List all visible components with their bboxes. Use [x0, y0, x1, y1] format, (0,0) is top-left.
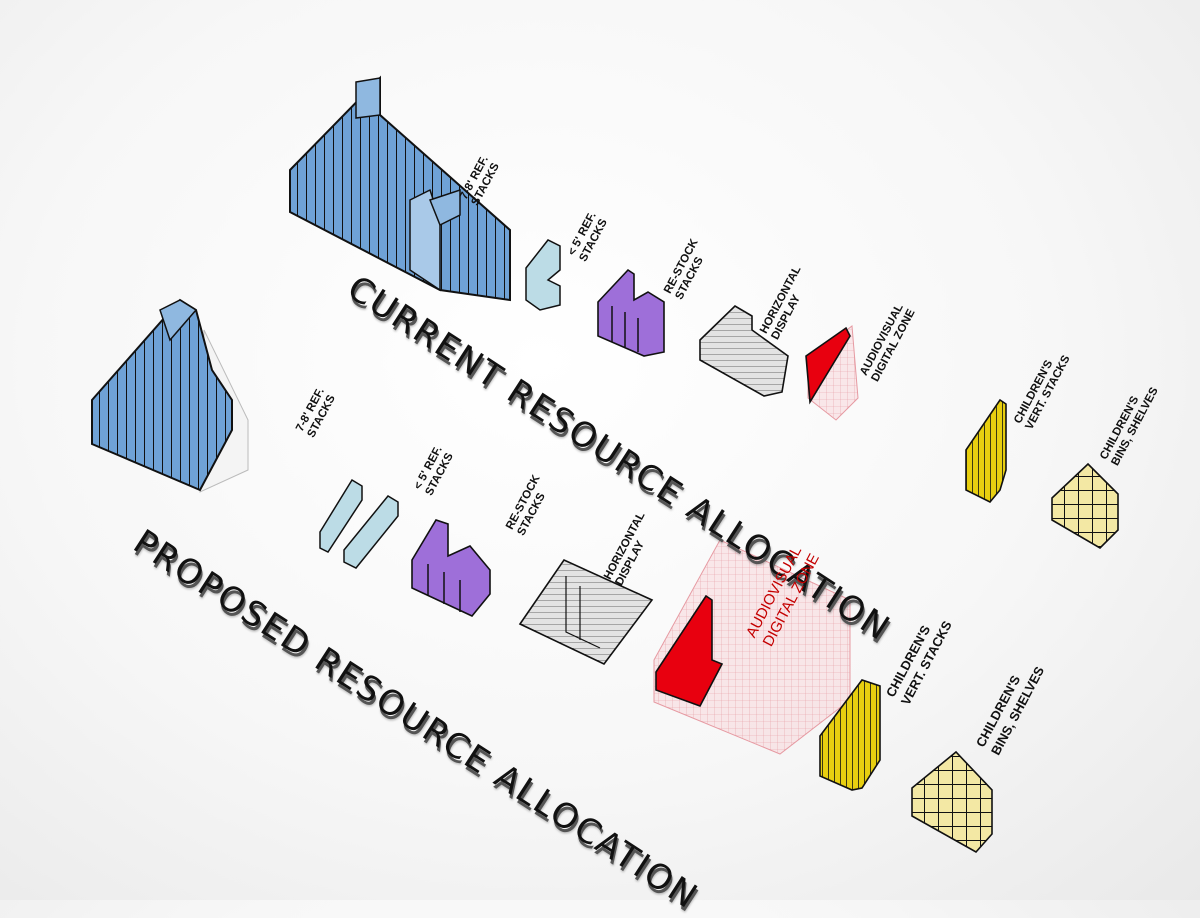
proposed-restock-stacks [411, 519, 491, 617]
current-restock-stacks [597, 268, 665, 357]
proposed-childrens-vert-stacks [819, 679, 881, 791]
proposed-av-digital-zone [653, 539, 851, 755]
proposed-ref-stacks-78 [91, 298, 249, 493]
current-horizontal-display [699, 305, 789, 397]
proposed-ref-stacks-lt5 [319, 478, 399, 569]
current-childrens-bins-shelves [1051, 462, 1119, 550]
current-childrens-vert-stacks [965, 398, 1007, 503]
current-ref-stacks-lt5 [525, 239, 561, 311]
proposed-horizontal-display [518, 558, 654, 666]
current-av-digital-zone [805, 325, 859, 421]
proposed-childrens-bins-shelves [911, 750, 993, 854]
current-ref-stacks-78 [289, 75, 511, 302]
